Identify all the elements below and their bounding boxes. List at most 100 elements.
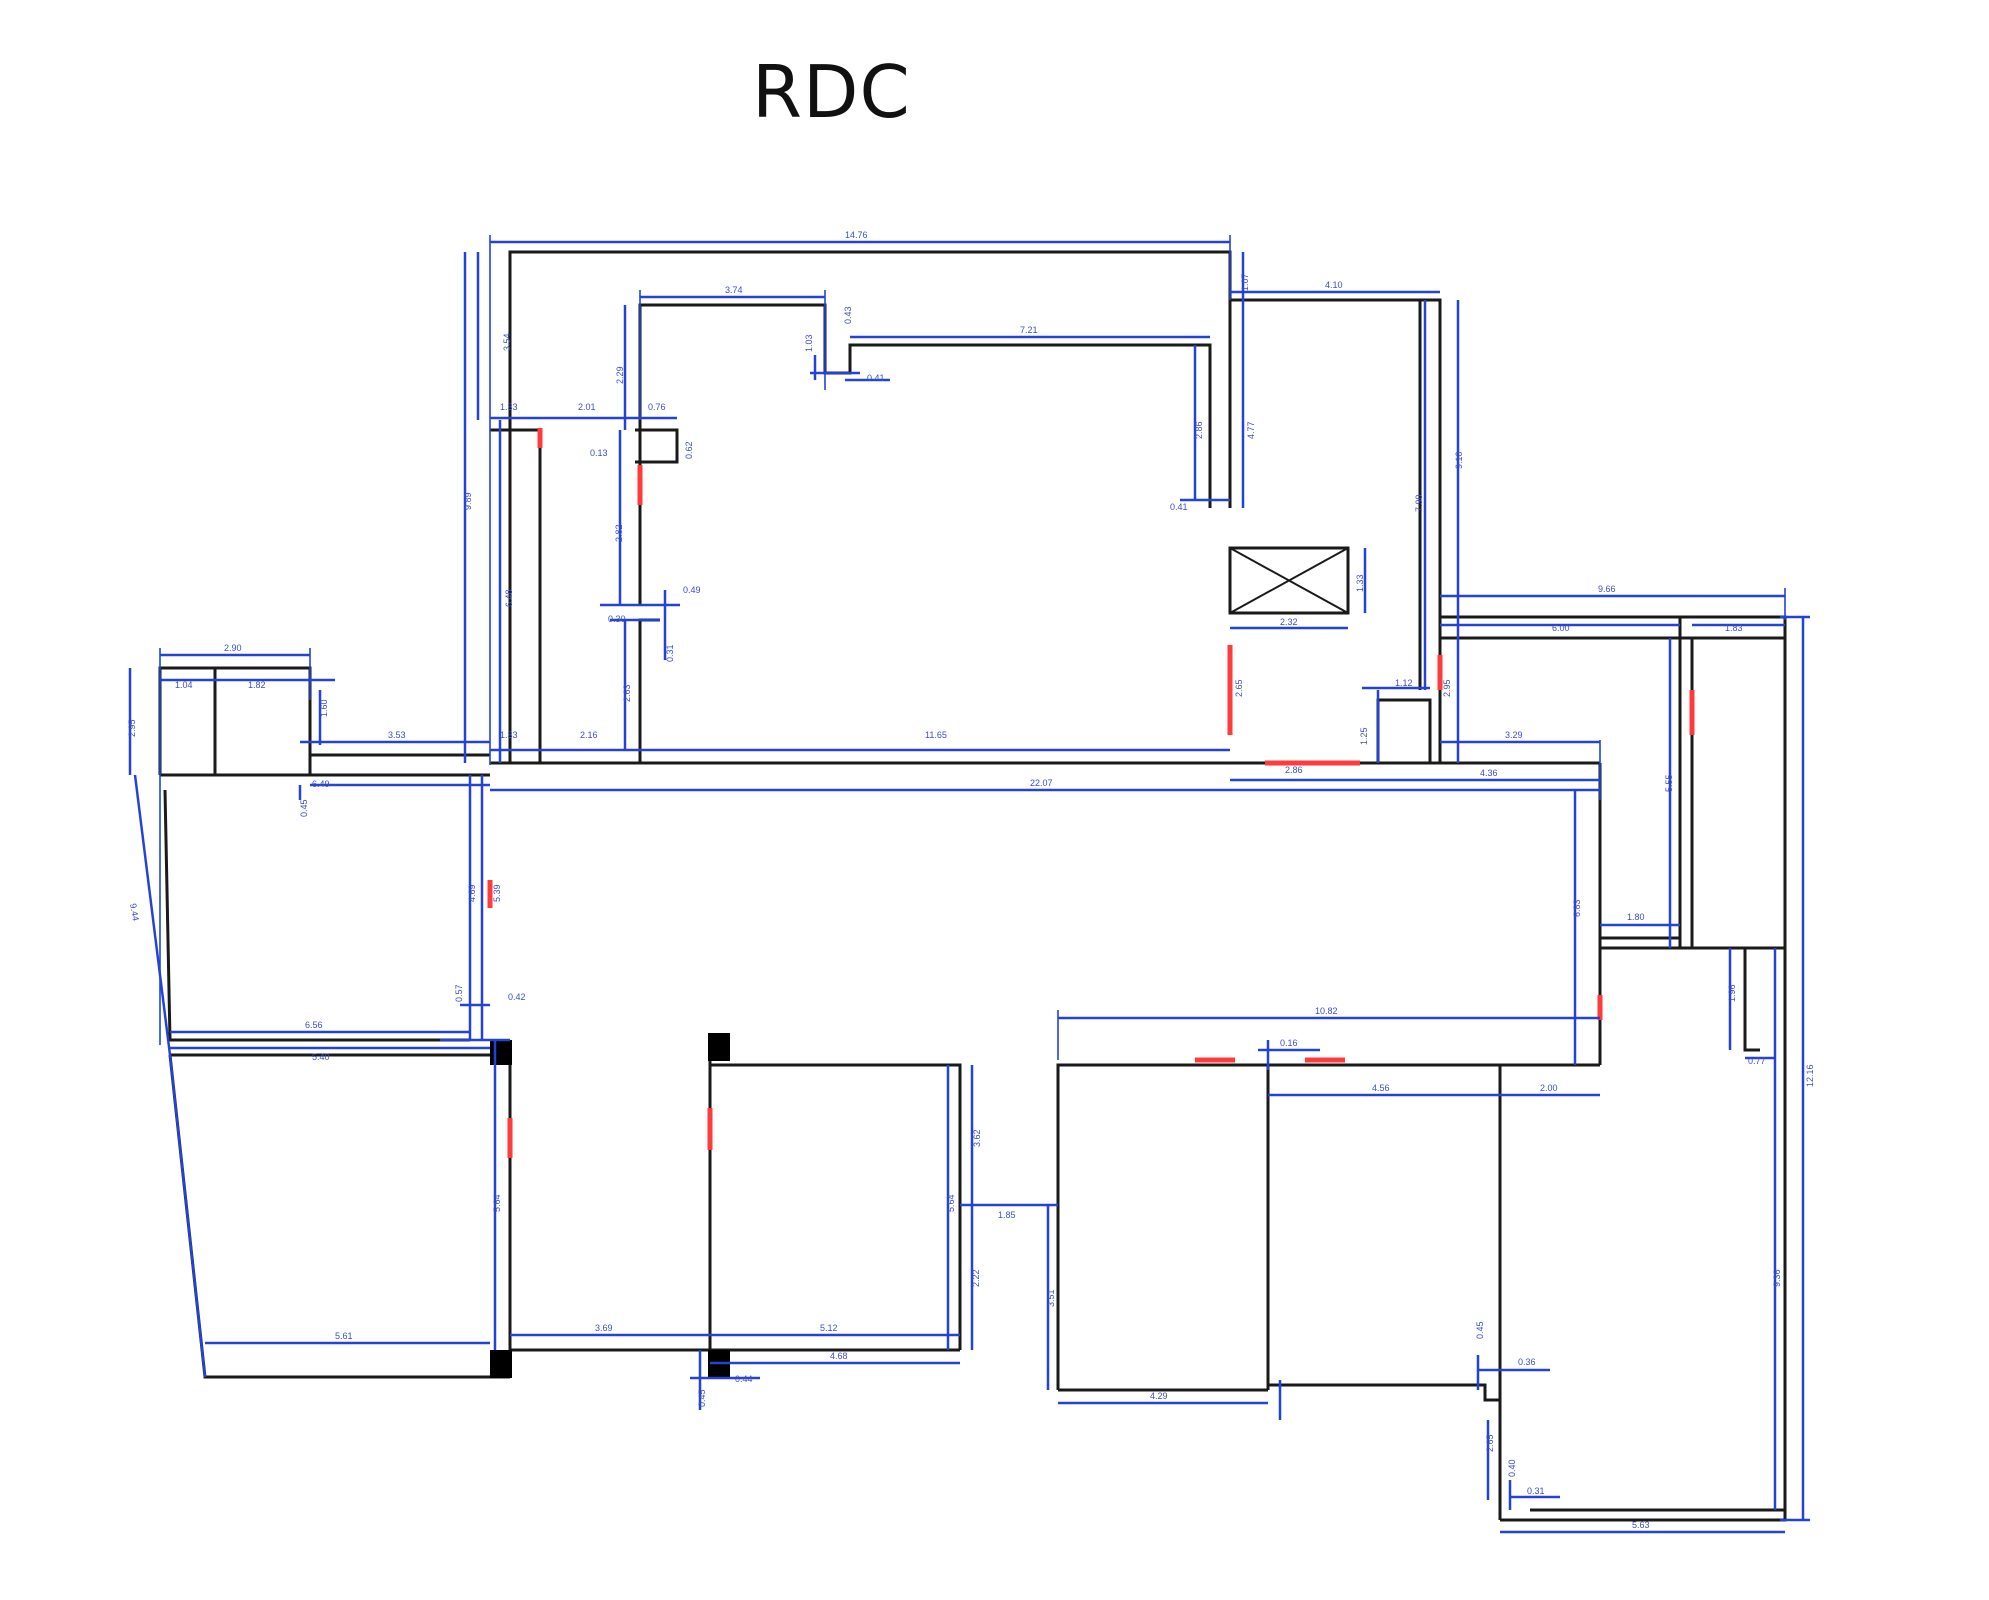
dim-label: 2.22	[971, 1269, 981, 1287]
stair-box	[1228, 546, 1350, 615]
dim-label: 1.85	[998, 1210, 1016, 1220]
dim-label: 0.13	[590, 448, 608, 458]
dim-label: 0.76	[648, 402, 666, 412]
dim-label: 5.63	[1632, 1520, 1650, 1530]
wall-lower-room-top	[710, 1063, 962, 1350]
dim-label: 1.25	[1359, 727, 1369, 745]
dimension-labels: 14.76 3.74 0.43 7.21 1.03 0.41 1.07 4.10…	[127, 230, 1815, 1530]
dim-label: 1.80	[1627, 912, 1645, 922]
dim-label: 4.29	[1150, 1391, 1168, 1401]
dim-label: 3.74	[725, 285, 743, 295]
dim-label: 0.31	[665, 644, 675, 662]
dim-label: 7.90	[1414, 494, 1424, 512]
dim-label: 2.95	[1442, 679, 1452, 697]
dim-label: 6.83	[1572, 899, 1582, 917]
dim-label: 2.95	[127, 719, 137, 737]
wall-left-room	[163, 789, 470, 1042]
dim-label: 0.16	[1280, 1038, 1298, 1048]
wall-inner-room	[638, 618, 660, 763]
dim-label: 0.42	[508, 992, 526, 1002]
dim-label: 3.53	[388, 730, 406, 740]
dim-label: 9.10	[1454, 451, 1464, 469]
dim-label: 2.01	[578, 402, 596, 412]
dim-label: 22.07	[1030, 778, 1053, 788]
wall-lower-right-room2	[1268, 1383, 1500, 1402]
dim-label: 14.76	[845, 230, 868, 240]
dim-label: 0.62	[684, 441, 694, 459]
dim-label: 0.41	[1170, 502, 1188, 512]
dim-label: 4.36	[1480, 768, 1498, 778]
dim-label: 1.83	[1725, 623, 1743, 633]
dim-label: 2.86	[1285, 765, 1303, 775]
dim-label: 1.33	[500, 402, 518, 412]
dim-label: 2.00	[1540, 1083, 1558, 1093]
pillar-3	[490, 1350, 512, 1378]
wall-right-small	[1743, 948, 1760, 1052]
dim-label: 1.33	[500, 730, 518, 740]
dim-label: 2.65	[1234, 679, 1244, 697]
dim-label: 9.66	[1598, 584, 1616, 594]
dim-label: 2.86	[1194, 421, 1204, 439]
dim-label: 11.65	[925, 730, 947, 740]
dimension-lines	[128, 235, 1810, 1534]
dim-label: 9.89	[463, 492, 473, 510]
dim-label: 6.48	[504, 589, 514, 607]
dim-label: 0.36	[1518, 1357, 1536, 1367]
dim-label: 0.45	[299, 799, 309, 817]
wall-inner-room-top	[638, 303, 1212, 605]
dim-label: 5.61	[335, 1331, 353, 1341]
dim-label: 0.45	[697, 1389, 707, 1407]
dim-label: 5.64	[492, 1194, 502, 1212]
dim-label: 1.07	[1240, 273, 1250, 291]
dim-label: 0.31	[1527, 1486, 1545, 1496]
dim-label: 5.64	[946, 1194, 956, 1212]
dim-label: 6.56	[305, 1020, 323, 1030]
dim-label: 3.62	[972, 1129, 982, 1147]
dim-label: 5.39	[492, 884, 502, 902]
dim-label: 9.44	[128, 903, 141, 922]
dim-label: 4.77	[1246, 421, 1256, 439]
stair-cross-2	[1229, 547, 1349, 614]
doors	[487, 428, 1695, 1158]
dim-label: 2.90	[224, 643, 242, 653]
dim-label: 5.12	[820, 1323, 838, 1333]
dim-label: 6.49	[312, 779, 330, 789]
wall-lower-right-room	[1056, 1063, 1600, 1390]
wall-top-block	[508, 250, 1232, 763]
dim-label: 0.30	[608, 614, 626, 624]
dim-label: 1.82	[248, 680, 266, 690]
dim-label: 10.82	[1315, 1006, 1338, 1016]
dim-label: 2.29	[615, 366, 625, 384]
dim-label: 0.49	[683, 585, 701, 595]
wall-small-box	[1376, 698, 1432, 763]
dim-label: 1.03	[804, 334, 814, 352]
pillar-1	[490, 1040, 512, 1065]
plan-title: RDC	[752, 50, 911, 134]
dim-label: 1.96	[1727, 984, 1737, 1002]
dim-label: 4.69	[467, 884, 477, 902]
dim-label: 2.63	[622, 684, 632, 702]
dim-label: 0.43	[843, 306, 853, 324]
dim-label: 1.60	[319, 699, 329, 717]
pillar-2	[708, 1033, 730, 1061]
dim-label: 4.10	[1325, 280, 1343, 290]
dim-label: 5.40	[312, 1052, 330, 1062]
dim-label: 1.04	[175, 680, 193, 690]
dim-label: 0.77	[1748, 1056, 1766, 1066]
dim-label: 2.82	[614, 524, 624, 542]
dim-label: 0.40	[1507, 1459, 1517, 1477]
dim-label: 3.29	[1505, 730, 1523, 740]
dim-label: 12.16	[1805, 1064, 1815, 1087]
dim-label: 5.55	[1664, 774, 1674, 792]
dim-label: 3.54	[502, 333, 512, 351]
dim-label: 9.36	[1772, 1269, 1782, 1287]
dim-label: 1.12	[1395, 678, 1413, 688]
dim-label: 0.57	[454, 984, 464, 1002]
dim-label: 2.16	[580, 730, 598, 740]
dim-label: 2.32	[1280, 617, 1298, 627]
dim-label: 6.00	[1552, 623, 1570, 633]
wall-inner-left	[490, 428, 542, 763]
wall-notch	[635, 428, 679, 464]
dim-label: 1.33	[1355, 574, 1365, 592]
